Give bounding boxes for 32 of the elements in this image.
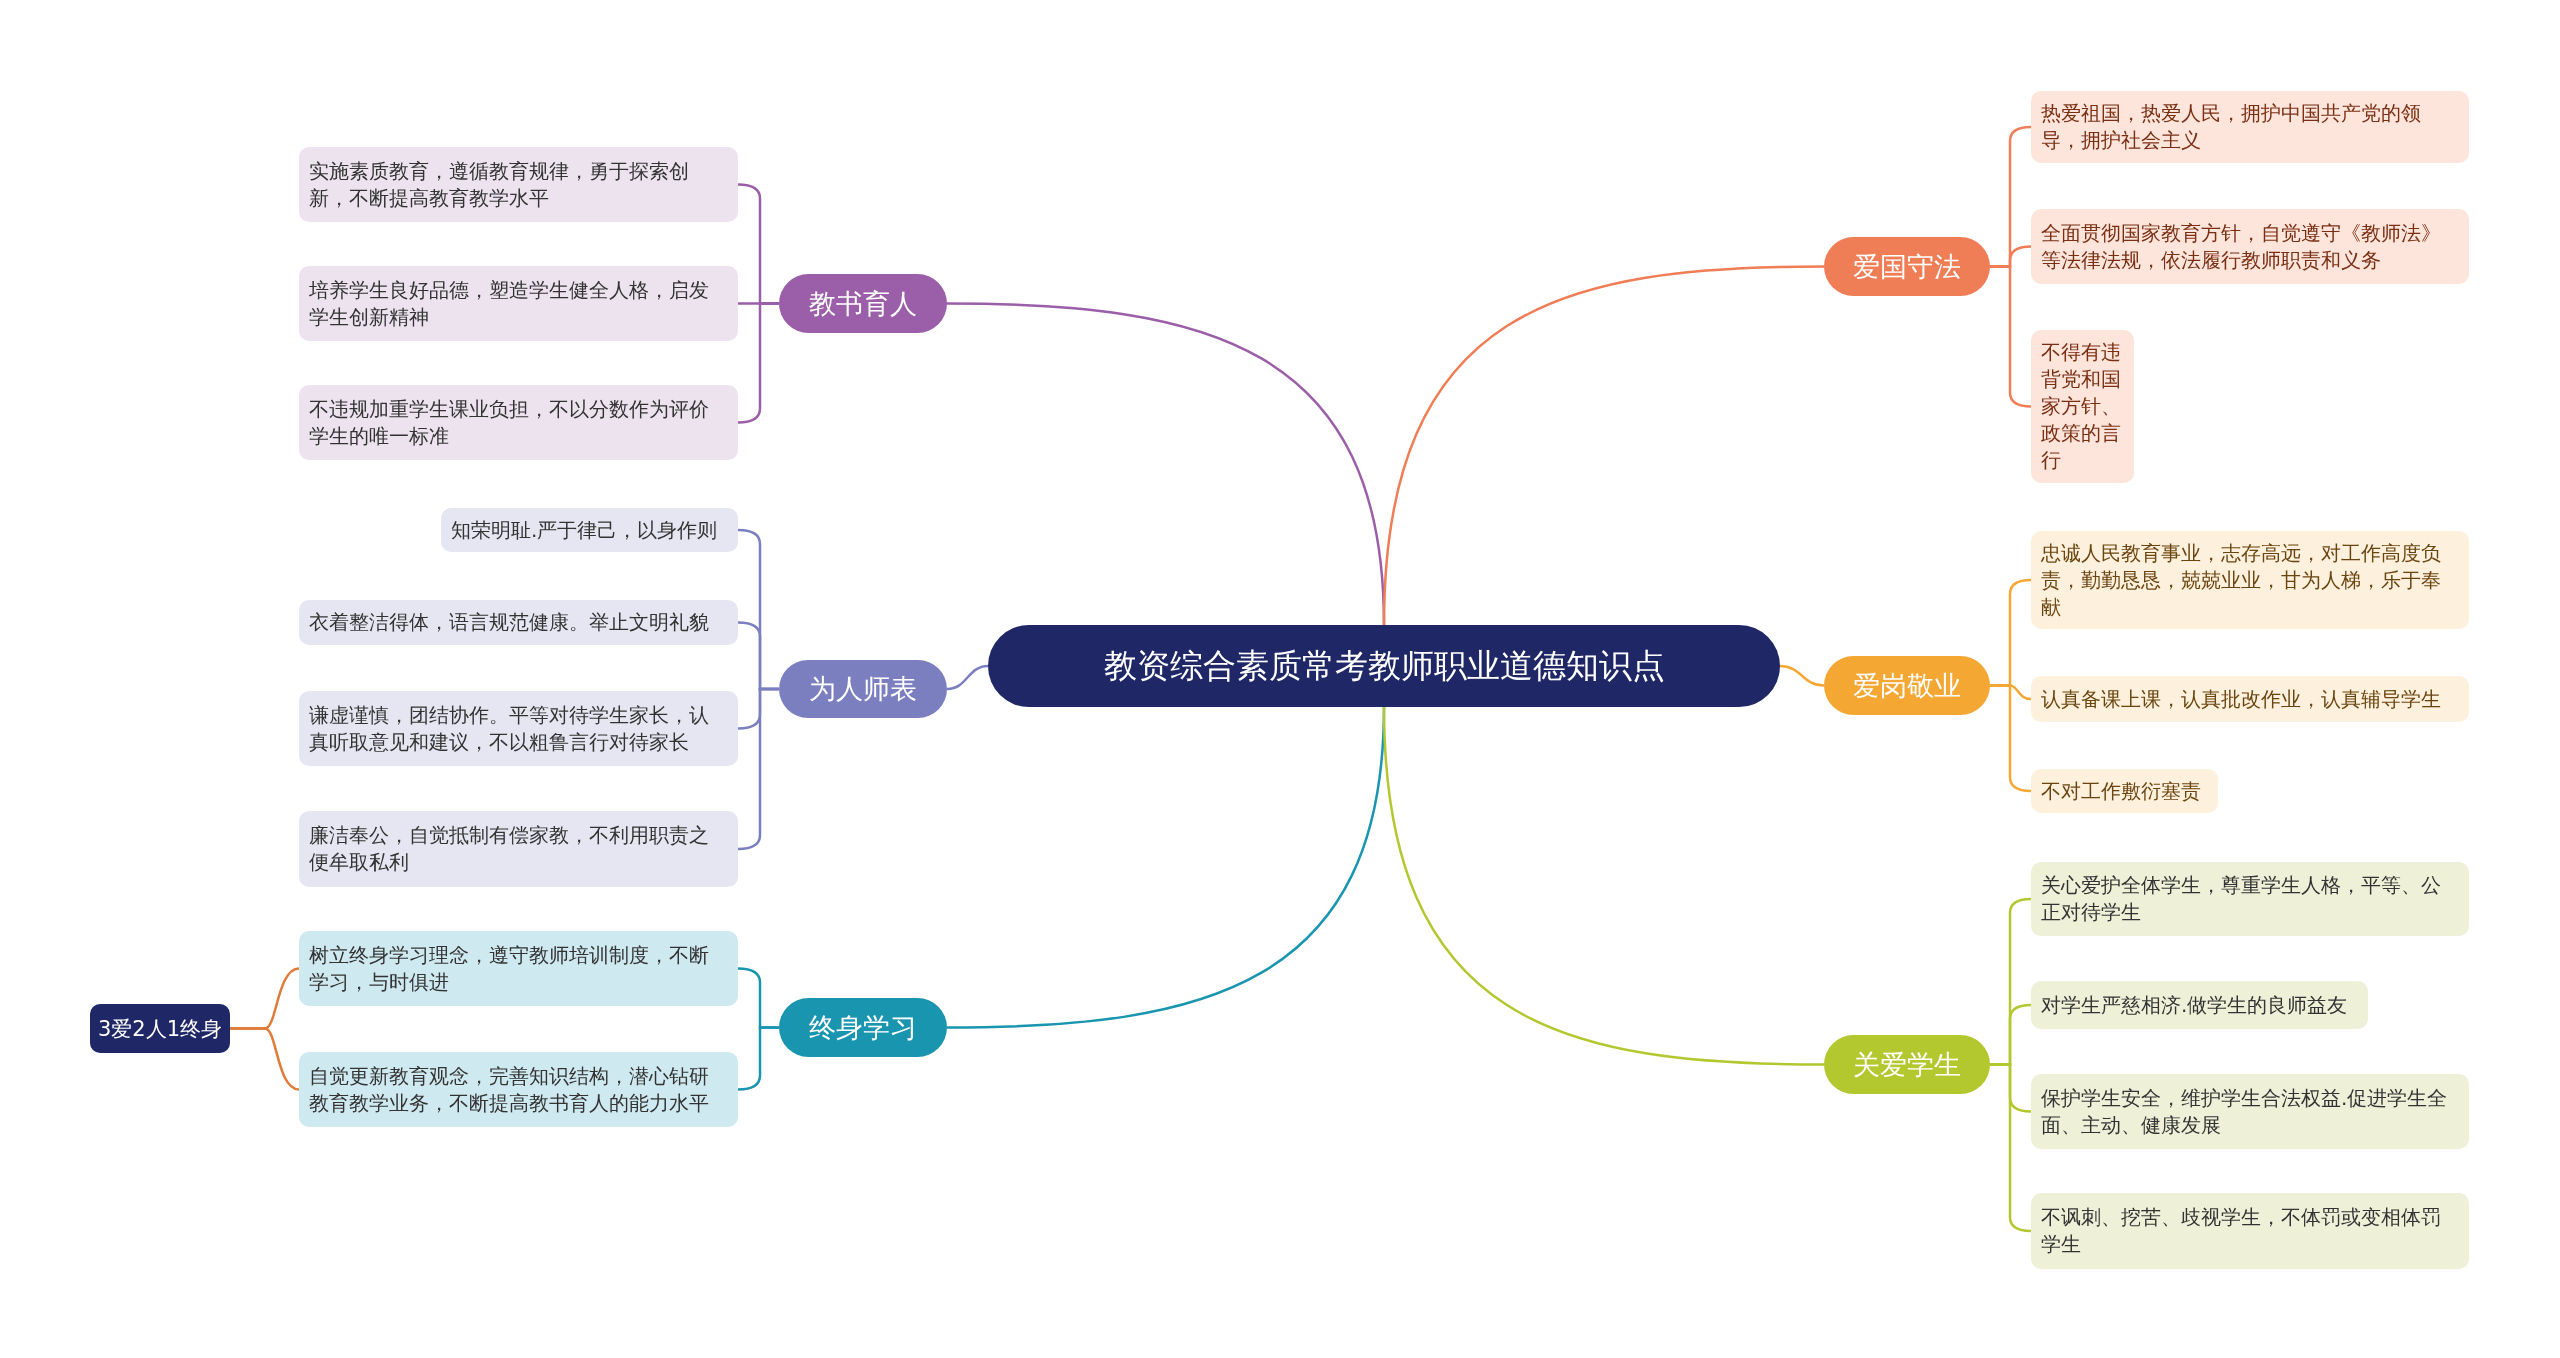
note-box: 廉洁奉公，自觉抵制有偿家教，不利用职责之便牟取私利 <box>299 811 738 887</box>
connector-line <box>1382 265 1824 626</box>
note-box: 忠诚人民教育事业，志存高远，对工作高度负责，勤勤恳恳，兢兢业业，甘为人梯，乐于奉献 <box>2031 531 2469 629</box>
topic-box: 关爱学生 <box>1824 1035 1990 1094</box>
note-box: 热爱祖国，热爱人民，拥护中国共产党的领导，拥护社会主义 <box>2031 91 2469 163</box>
note-box: 认真备课上课，认真批改作业，认真辅导学生 <box>2031 676 2469 722</box>
note-box: 衣着整洁得体，语言规范健康。举止文明礼貌 <box>299 600 738 645</box>
note-box: 不得有违背党和国家方针、政策的言行 <box>2031 330 2134 483</box>
connector-line <box>1779 664 1825 687</box>
note-box: 知荣明耻.严于律己，以身作则 <box>441 508 738 552</box>
note-box: 不违规加重学生课业负担，不以分数作为评价学生的唯一标准 <box>299 385 738 460</box>
topic-box: 终身学习 <box>779 998 947 1057</box>
topic-box: 为人师表 <box>779 660 947 718</box>
note-box: 关心爱护全体学生，尊重学生人格，平等、公正对待学生 <box>2031 862 2469 936</box>
note-box: 谦虚谨慎，团结协作。平等对待学生家长，认真听取意见和建议，不以粗鲁言行对待家长 <box>299 691 738 766</box>
note-box: 不讽刺、挖苦、歧视学生，不体罚或变相体罚学生 <box>2031 1193 2469 1269</box>
note-box: 培养学生良好品德，塑造学生健全人格，启发学生创新精神 <box>299 266 738 341</box>
topic-box: 教书育人 <box>779 274 947 333</box>
root-topic-box: 教资综合素质常考教师职业道德知识点 <box>988 625 1780 707</box>
note-box: 全面贯彻国家教育方针，自觉遵守《教师法》等法律法规，依法履行教师职责和义务 <box>2031 209 2469 284</box>
note-box: 不对工作敷衍塞责 <box>2031 769 2218 813</box>
connector-line <box>230 1027 300 1091</box>
note-box: 实施素质教育，遵循教育规律，勇于探索创新，不断提高教育教学水平 <box>299 147 738 222</box>
topic-box: 爱国守法 <box>1824 237 1990 296</box>
note-box: 对学生严慈相济.做学生的良师益友 <box>2031 981 2368 1029</box>
note-box: 自觉更新教育观念，完善知识结构，潜心钻研教育教学业务，不断提高教书育人的能力水平 <box>299 1052 738 1127</box>
connector-line <box>1382 706 1824 1066</box>
note-box: 树立终身学习理念，遵守教师培训制度，不断学习，与时俱进 <box>299 931 738 1006</box>
connector-line <box>946 664 989 691</box>
summary-box: 3爱2人1终身 <box>90 1004 230 1053</box>
note-box: 保护学生安全，维护学生合法权益.促进学生全面、主动、健康发展 <box>2031 1074 2469 1149</box>
topic-box: 爱岗敬业 <box>1824 656 1990 715</box>
